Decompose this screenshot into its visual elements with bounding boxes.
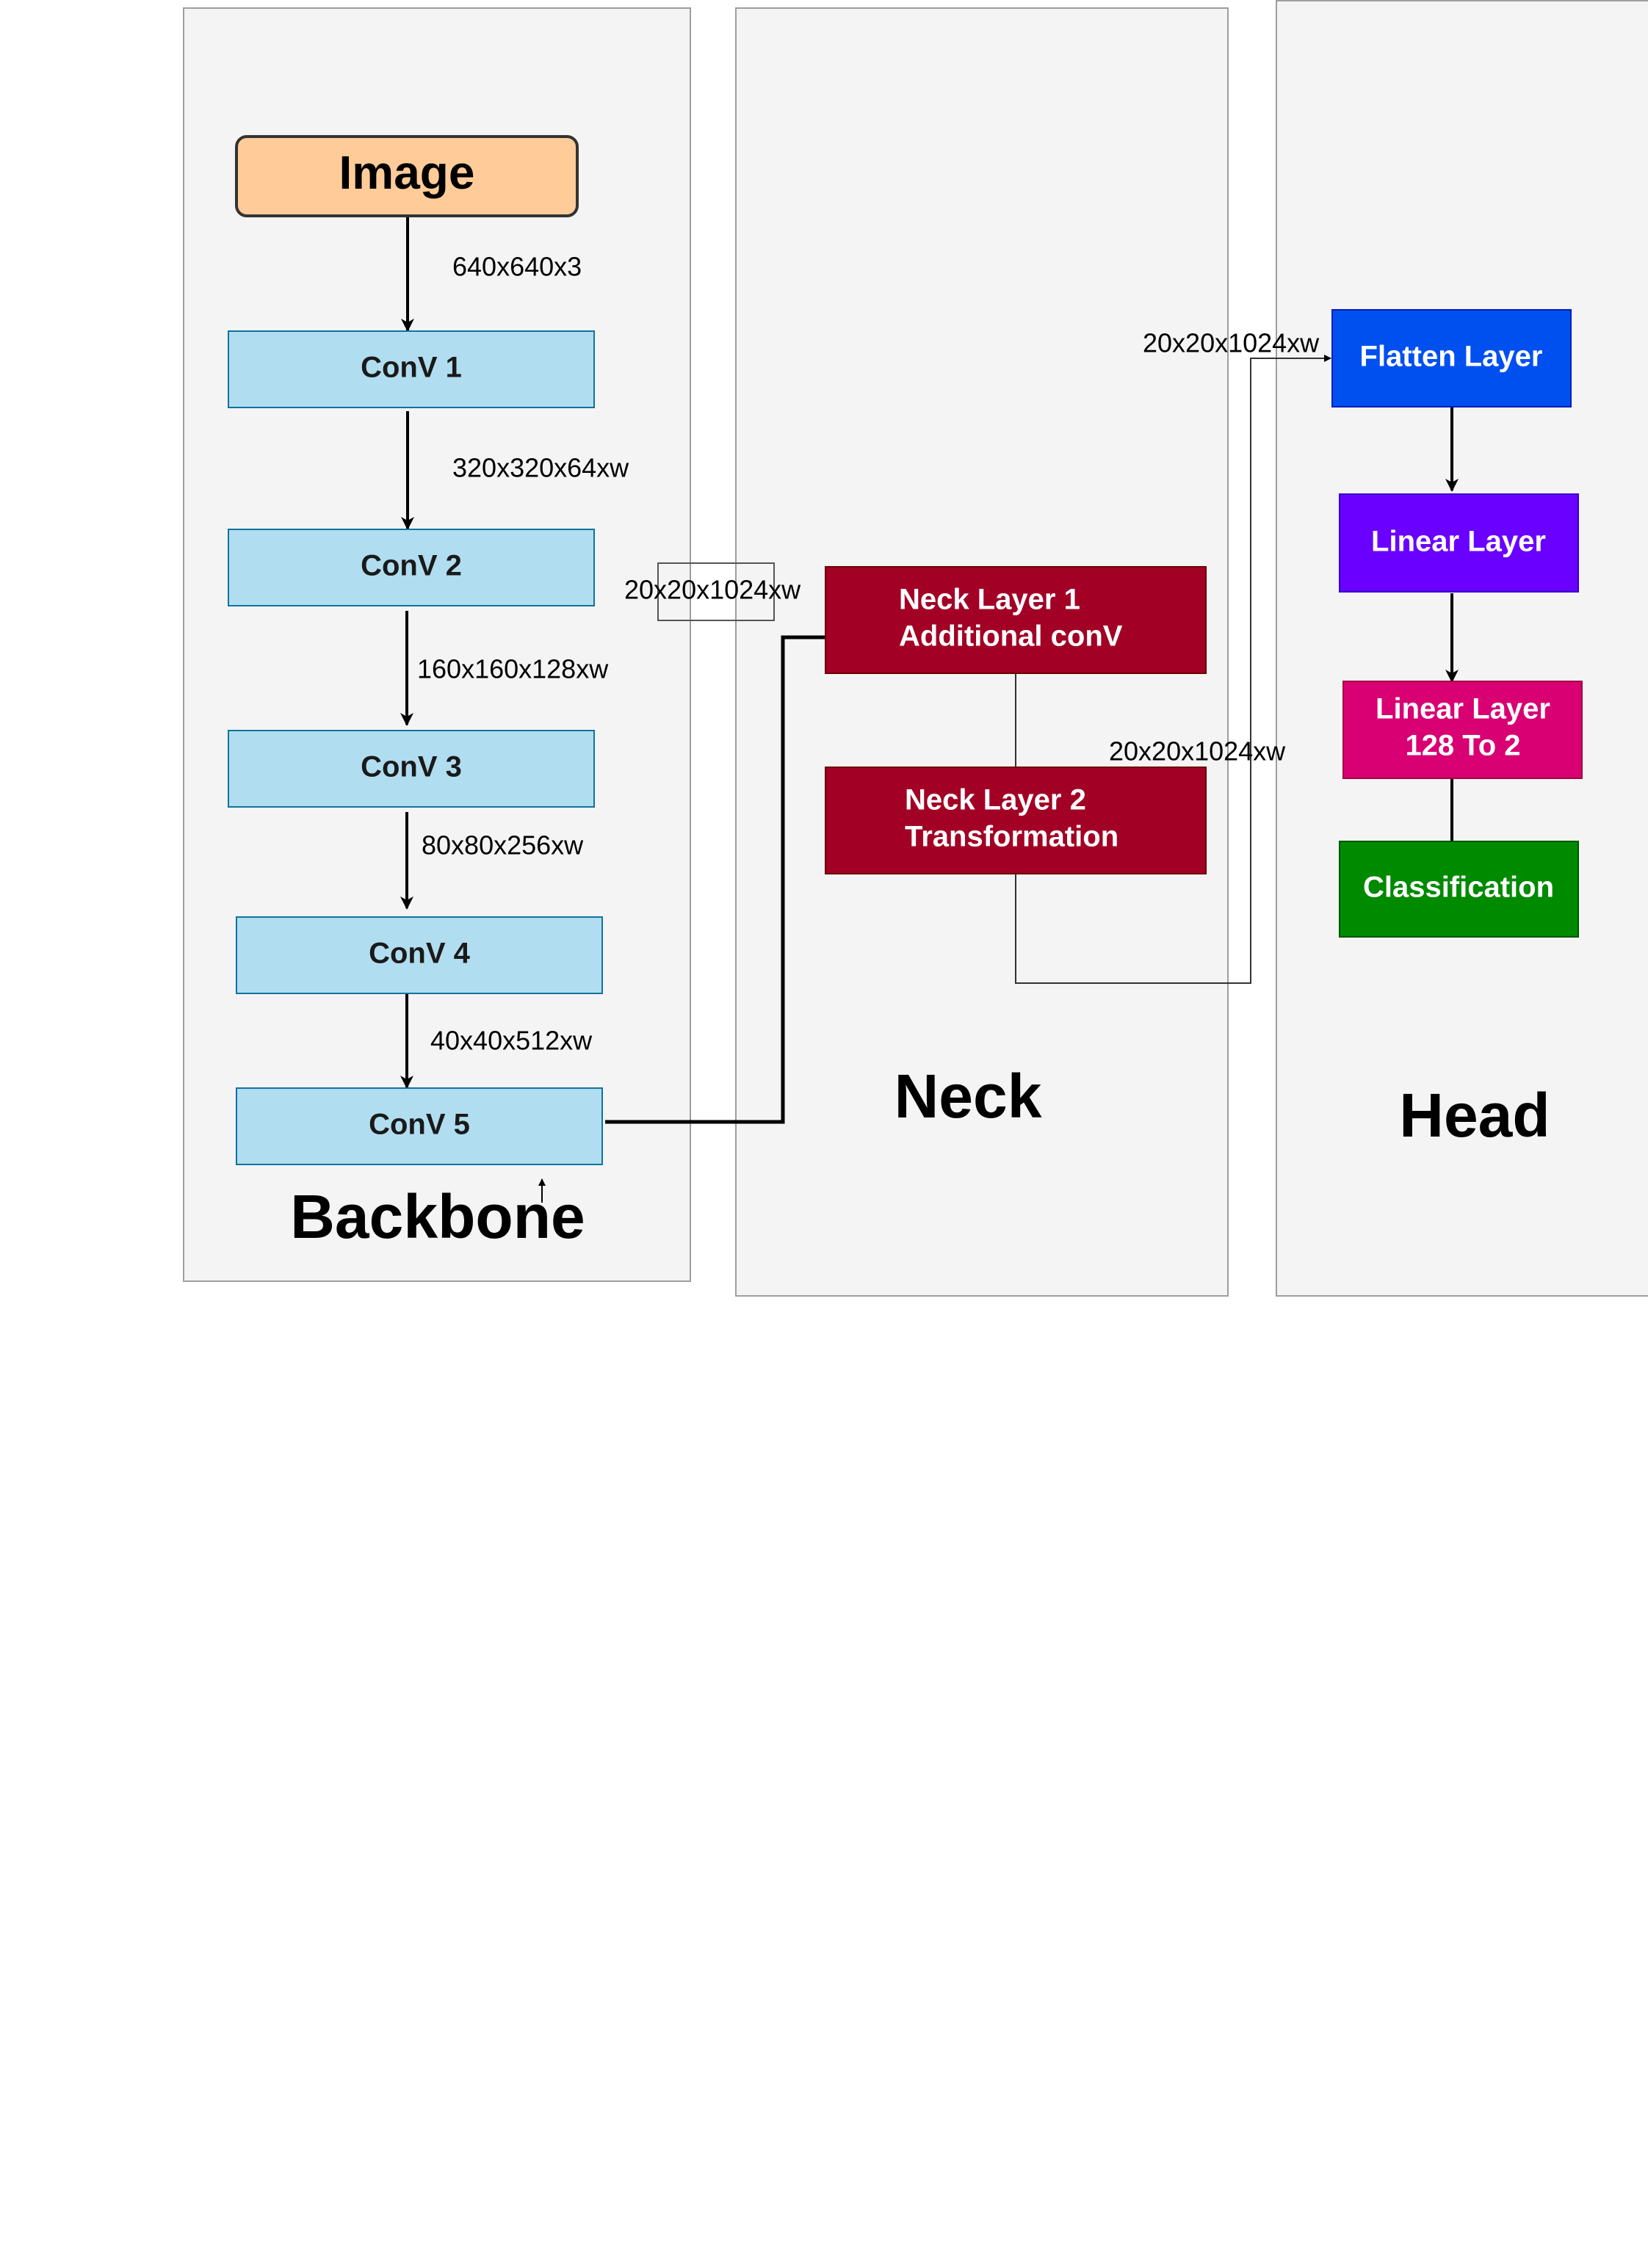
neck-layer1-line1: Neck Layer 1 xyxy=(899,584,1080,616)
neck-layer1-node xyxy=(825,566,1207,674)
edge-label-conv3-conv4: 80x80x256xw xyxy=(422,830,584,861)
conv2-label: ConV 2 xyxy=(361,550,462,582)
edge-label-neck-head: 20x20x1024xw xyxy=(1143,328,1320,358)
conv3-label: ConV 3 xyxy=(361,751,462,783)
conv4-label: ConV 4 xyxy=(369,938,471,970)
conv4-node xyxy=(236,916,603,994)
neck-layer2-line1: Neck Layer 2 xyxy=(905,784,1086,816)
conv2-node xyxy=(228,529,595,606)
edge-conv5-neck xyxy=(605,635,825,1124)
conv5-label: ConV 5 xyxy=(369,1109,470,1141)
linear-layer-node xyxy=(1339,493,1579,593)
classification-label: Classification xyxy=(1363,872,1554,904)
backbone-panel xyxy=(183,7,691,1282)
edge-label-conv1-conv2: 320x320x64xw xyxy=(452,453,629,483)
neck-layer2-line2: Transformation xyxy=(905,821,1118,853)
image-node xyxy=(235,135,579,217)
linear-layer-label: Linear Layer xyxy=(1371,526,1546,558)
edge-neck-internal xyxy=(1015,355,1331,984)
classification-node xyxy=(1339,841,1579,938)
conv3-node xyxy=(228,730,595,808)
neck-layer1-line2: Additional conV xyxy=(899,620,1123,653)
conv1-label: ConV 1 xyxy=(361,352,462,384)
linear-layer-128-line2: 128 To 2 xyxy=(1405,730,1520,762)
image-label: Image xyxy=(339,146,475,199)
edge-label-neck-internal: 20x20x1024xw xyxy=(1109,736,1286,767)
flatten-layer-node xyxy=(1331,309,1572,407)
flatten-layer-label: Flatten Layer xyxy=(1360,341,1543,373)
neck-title: Neck xyxy=(895,1062,1042,1131)
head-title: Head xyxy=(1399,1081,1550,1150)
conv5-node xyxy=(236,1087,603,1165)
edge-label-box xyxy=(657,562,775,621)
linear-layer-128-node xyxy=(1342,681,1583,779)
neck-layer2-node xyxy=(825,767,1207,874)
linear-layer-128-line1: Linear Layer xyxy=(1376,693,1550,725)
edge-label-conv2-conv3: 160x160x128xw xyxy=(417,654,609,684)
conv1-node xyxy=(228,330,595,408)
head-panel xyxy=(1276,0,1648,1297)
backbone-title: Backbone xyxy=(290,1182,585,1251)
edge-label-conv4-conv5: 40x40x512xw xyxy=(430,1026,593,1056)
edge-label-image-conv1: 640x640x3 xyxy=(452,252,582,282)
edge-label-conv5-neck: 20x20x1024xw xyxy=(624,575,801,605)
